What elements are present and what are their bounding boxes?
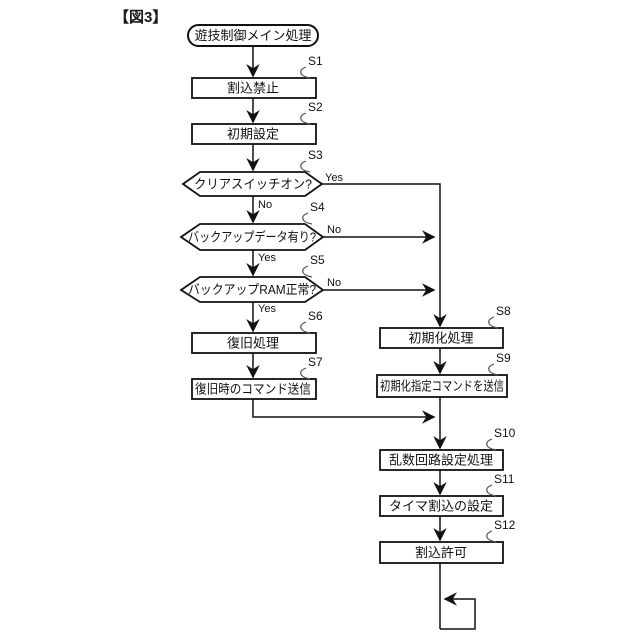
step-s9-box (376, 374, 508, 398)
figure-title: 【図3】 (114, 8, 167, 26)
step-s3-leader (300, 160, 311, 173)
step-s2-ref: S2 (308, 100, 323, 114)
step-s10-label: 乱数回路設定処理 (389, 453, 493, 468)
step-s6-box (191, 332, 317, 354)
step-s2-leader (300, 112, 311, 125)
step-s7-label: 復旧時のコマンド送信 (195, 382, 311, 397)
step-s4-decision (179, 223, 325, 251)
step-s10-ref: S10 (494, 426, 516, 440)
step-s8-label: 初期化処理 (408, 331, 473, 346)
s3-no-label: No (258, 199, 272, 211)
step-s9-ref: S9 (496, 351, 511, 365)
step-s6-label: 復旧処理 (227, 336, 279, 351)
arrow-s7-to-merge (252, 399, 436, 424)
step-s5-ref: S5 (310, 253, 325, 267)
step-s9-leader (488, 363, 499, 376)
step-s7-box (191, 378, 317, 400)
step-s3-decision (181, 171, 324, 197)
step-s4-label: バックアップデータ有り? (188, 230, 316, 245)
s5-yes-label: Yes (258, 303, 276, 315)
step-s10-box (379, 449, 504, 471)
terminal-start-label: 遊技制御メイン処理 (194, 28, 311, 43)
step-s2-box (191, 123, 317, 145)
step-s3-ref: S3 (308, 148, 323, 162)
step-s12-ref: S12 (494, 518, 516, 532)
step-s6-ref: S6 (308, 309, 323, 323)
s5-no-label: No (327, 277, 341, 289)
step-s12-label: 割込許可 (415, 545, 467, 560)
s4-yes-label: Yes (258, 252, 276, 264)
step-s5-decision (179, 276, 325, 303)
step-s3-label: クリアスイッチオン? (194, 177, 312, 192)
step-s1-label: 割込禁止 (227, 81, 279, 96)
step-s8-leader (488, 316, 499, 329)
step-s7-ref: S7 (308, 355, 323, 369)
step-s11-box (379, 495, 504, 517)
s3-yes-label: Yes (325, 172, 343, 184)
step-s9-label: 初期化指定コマンドを送信 (380, 379, 504, 394)
step-s11-label: タイマ割込の設定 (389, 499, 493, 514)
step-s12-box (379, 541, 504, 564)
step-s7-leader (300, 367, 311, 380)
step-s11-leader (486, 484, 497, 497)
step-s4-leader (302, 212, 313, 225)
step-s10-leader (486, 438, 497, 451)
arrow-main-loop (440, 592, 476, 630)
step-s5-label: バックアップRAM正常? (188, 282, 316, 297)
arrow-s3-yes-to-s8 (322, 183, 447, 328)
step-s4-ref: S4 (310, 200, 325, 214)
step-s11-ref: S11 (494, 472, 515, 486)
step-s5-leader (302, 265, 313, 278)
step-s1-box (191, 77, 317, 99)
step-s6-leader (300, 321, 311, 334)
step-s12-leader (486, 530, 497, 543)
s4-no-label: No (327, 224, 341, 236)
step-s1-ref: S1 (308, 54, 323, 68)
step-s8-box (379, 327, 504, 349)
step-s1-leader (300, 66, 311, 79)
step-s2-label: 初期設定 (227, 127, 279, 142)
step-s8-ref: S8 (496, 304, 511, 318)
